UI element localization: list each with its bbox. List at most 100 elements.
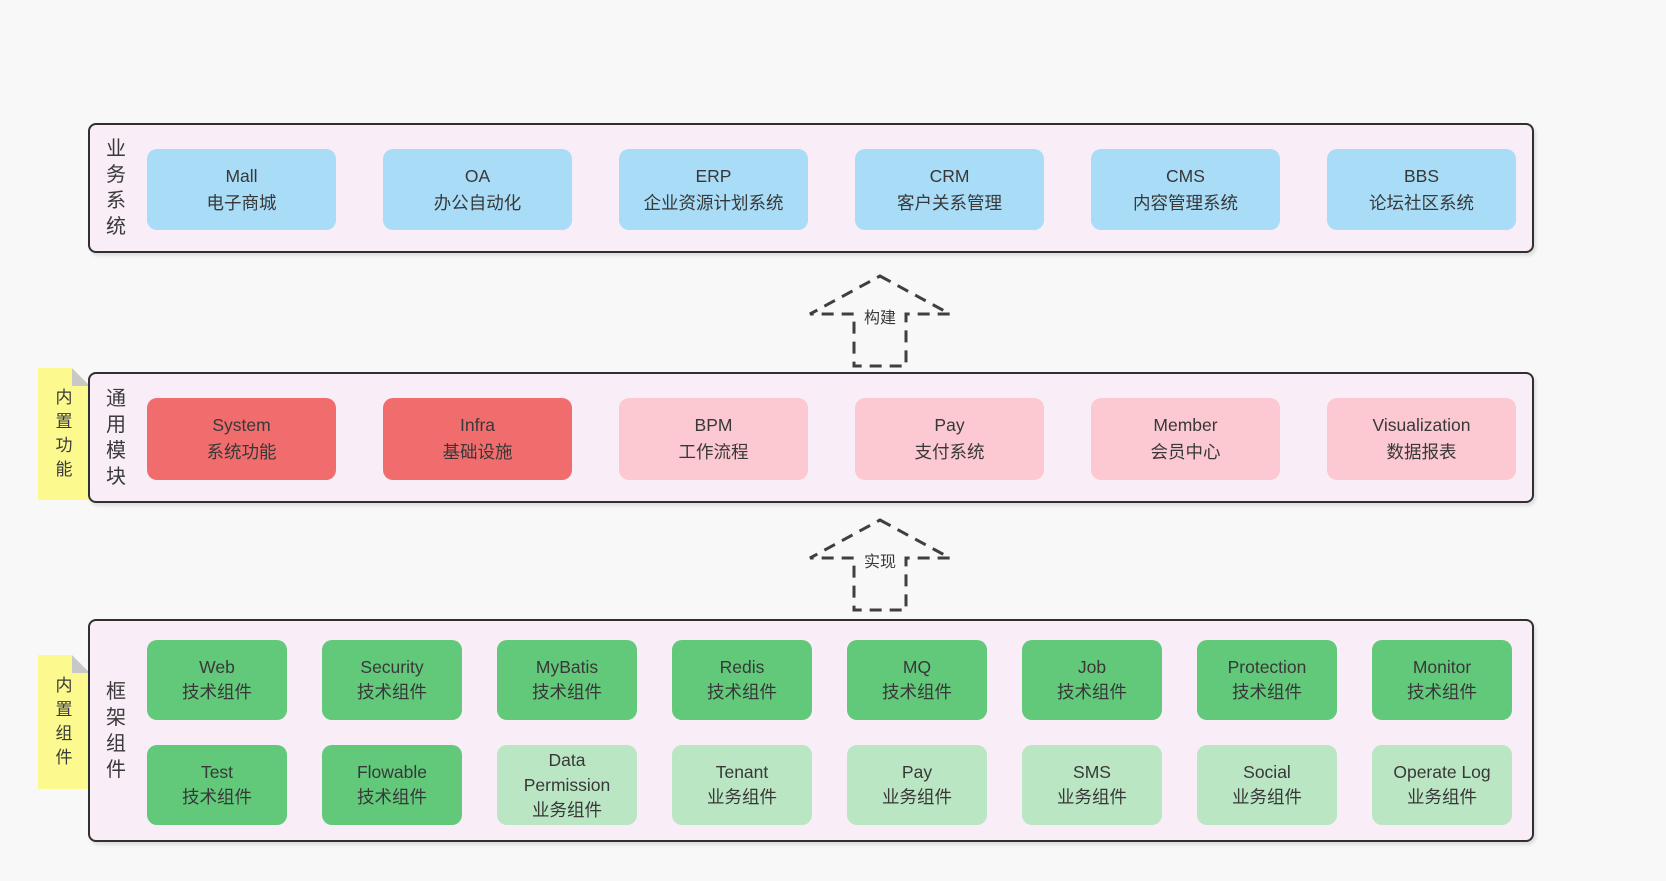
up-block-arrow-icon bbox=[809, 518, 951, 612]
band-boxes-row: Test 技术组件 Flowable 技术组件 Data Permission … bbox=[147, 745, 1512, 825]
box-tenant: Tenant 业务组件 bbox=[672, 745, 812, 825]
box-subtitle: 技术组件 bbox=[357, 682, 427, 702]
box-subtitle: 内容管理系统 bbox=[1133, 192, 1238, 213]
band-business-systems: 业务系统 Mall 电子商城 OA 办公自动化 ERP 企业资源计划系统 CRM… bbox=[88, 123, 1534, 253]
box-subtitle: 系统功能 bbox=[206, 442, 277, 462]
box-pay-component: Pay 业务组件 bbox=[847, 745, 987, 825]
sticky-label: 内置功能 bbox=[55, 388, 73, 479]
box-title: Protection bbox=[1227, 657, 1307, 677]
box-redis: Redis 技术组件 bbox=[672, 640, 812, 720]
box-title: Operate Log bbox=[1393, 762, 1491, 782]
box-subtitle: 会员中心 bbox=[1150, 442, 1221, 462]
arrow-build: 构建 bbox=[800, 270, 960, 370]
arrow-implement: 实现 bbox=[800, 514, 960, 614]
box-crm: CRM 客户关系管理 bbox=[855, 149, 1044, 230]
box-subtitle: 技术组件 bbox=[1057, 682, 1127, 702]
box-title: SMS bbox=[1073, 762, 1111, 782]
box-subtitle: 技术组件 bbox=[182, 682, 252, 702]
box-title: Test bbox=[200, 762, 234, 782]
box-social: Social 业务组件 bbox=[1197, 745, 1337, 825]
box-title: Mall bbox=[225, 165, 258, 186]
box-subtitle: 业务组件 bbox=[1057, 787, 1127, 807]
box-subtitle: 技术组件 bbox=[182, 787, 252, 807]
box-subtitle: 办公自动化 bbox=[433, 192, 522, 213]
box-title: Security bbox=[360, 657, 424, 677]
box-test: Test 技术组件 bbox=[147, 745, 287, 825]
box-system: System 系统功能 bbox=[147, 398, 336, 480]
band-framework-components: 框架组件 Web 技术组件 Security 技术组件 MyBatis 技术组件… bbox=[88, 619, 1534, 842]
box-bpm: BPM 工作流程 bbox=[619, 398, 808, 480]
box-title: CMS bbox=[1166, 165, 1205, 186]
box-subtitle: 企业资源计划系统 bbox=[643, 192, 784, 213]
arrow-label: 构建 bbox=[857, 306, 903, 332]
up-block-arrow-icon bbox=[809, 274, 951, 368]
box-security: Security 技术组件 bbox=[322, 640, 462, 720]
sticky-note-builtin-components: 内置组件 bbox=[38, 655, 90, 789]
box-mall: Mall 电子商城 bbox=[147, 149, 336, 230]
box-subtitle: 技术组件 bbox=[357, 787, 427, 807]
box-title: System bbox=[212, 415, 271, 435]
box-title: Monitor bbox=[1412, 657, 1472, 677]
box-title: CRM bbox=[929, 165, 970, 186]
box-mq: MQ 技术组件 bbox=[847, 640, 987, 720]
box-title: BBS bbox=[1403, 165, 1440, 186]
box-subtitle: 业务组件 bbox=[1407, 787, 1477, 807]
band-common-modules: 通用模块 System 系统功能 Infra 基础设施 BPM 工作流程 Pay… bbox=[88, 372, 1534, 503]
box-pay: Pay 支付系统 bbox=[855, 398, 1044, 480]
box-subtitle: 电子商城 bbox=[206, 192, 277, 213]
box-mybatis: MyBatis 技术组件 bbox=[497, 640, 637, 720]
box-title: Social bbox=[1243, 762, 1291, 782]
band-boxes-row: Web 技术组件 Security 技术组件 MyBatis 技术组件 Redi… bbox=[147, 640, 1512, 720]
band-label: 业务系统 bbox=[106, 138, 126, 238]
box-title: MyBatis bbox=[535, 657, 599, 677]
box-title: MQ bbox=[902, 657, 932, 677]
sticky-label: 内置组件 bbox=[55, 676, 73, 767]
box-subtitle: 业务组件 bbox=[707, 787, 777, 807]
box-subtitle: 工作流程 bbox=[678, 442, 749, 462]
box-subtitle: 业务组件 bbox=[532, 799, 602, 820]
box-subtitle: 技术组件 bbox=[532, 682, 602, 702]
band-boxes-row: Mall 电子商城 OA 办公自动化 ERP 企业资源计划系统 CRM 客户关系… bbox=[147, 149, 1516, 230]
box-title: Pay bbox=[934, 415, 965, 435]
box-job: Job 技术组件 bbox=[1022, 640, 1162, 720]
box-subtitle: 客户关系管理 bbox=[897, 192, 1002, 213]
box-subtitle: 论坛社区系统 bbox=[1369, 192, 1474, 213]
box-subtitle: 基础设施 bbox=[442, 442, 513, 462]
box-subtitle: 业务组件 bbox=[1232, 787, 1302, 807]
box-oa: OA 办公自动化 bbox=[383, 149, 572, 230]
box-operate-log: Operate Log 业务组件 bbox=[1372, 745, 1512, 825]
box-member: Member 会员中心 bbox=[1091, 398, 1280, 480]
box-cms: CMS 内容管理系统 bbox=[1091, 149, 1280, 230]
box-title: BPM bbox=[694, 415, 733, 435]
box-web: Web 技术组件 bbox=[147, 640, 287, 720]
box-subtitle: 业务组件 bbox=[882, 787, 952, 807]
box-flowable: Flowable 技术组件 bbox=[322, 745, 462, 825]
box-subtitle: 支付系统 bbox=[914, 442, 985, 462]
box-title: Redis bbox=[719, 657, 765, 677]
box-title: Job bbox=[1077, 657, 1107, 677]
box-title: ERP bbox=[695, 165, 732, 186]
box-subtitle: 技术组件 bbox=[1232, 682, 1302, 702]
band-label: 框架组件 bbox=[106, 680, 126, 781]
box-erp: ERP 企业资源计划系统 bbox=[619, 149, 808, 230]
box-title: Pay bbox=[901, 762, 933, 782]
box-title: Tenant bbox=[715, 762, 769, 782]
band-boxes-row: System 系统功能 Infra 基础设施 BPM 工作流程 Pay 支付系统… bbox=[147, 398, 1516, 480]
box-monitor: Monitor 技术组件 bbox=[1372, 640, 1512, 720]
box-title: Member bbox=[1153, 415, 1218, 435]
box-subtitle: 技术组件 bbox=[707, 682, 777, 702]
box-title: Data Permission bbox=[523, 749, 611, 795]
box-visualization: Visualization 数据报表 bbox=[1327, 398, 1516, 480]
box-title: OA bbox=[464, 165, 491, 186]
box-data-permission: Data Permission 业务组件 bbox=[497, 745, 637, 825]
box-title: Infra bbox=[459, 415, 496, 435]
arrow-label: 实现 bbox=[857, 550, 903, 576]
box-infra: Infra 基础设施 bbox=[383, 398, 572, 480]
box-title: Web bbox=[199, 657, 235, 677]
box-subtitle: 技术组件 bbox=[1407, 682, 1477, 702]
box-subtitle: 数据报表 bbox=[1386, 442, 1457, 462]
box-title: Visualization bbox=[1372, 415, 1471, 435]
box-title: Flowable bbox=[356, 762, 428, 782]
box-subtitle: 技术组件 bbox=[882, 682, 952, 702]
